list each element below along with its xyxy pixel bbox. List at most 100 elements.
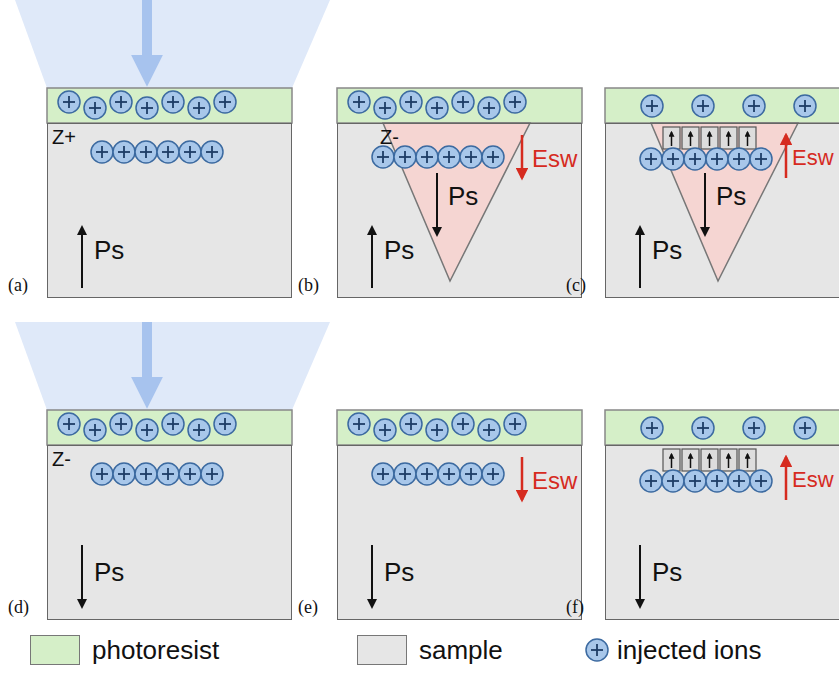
ion-symbol xyxy=(706,148,728,170)
ion-symbol xyxy=(706,470,728,492)
photoresist-layer xyxy=(337,410,582,445)
ion-symbol xyxy=(374,97,396,119)
dipole-arrow xyxy=(671,132,673,146)
polarization-arrow xyxy=(639,227,641,288)
sample-body xyxy=(605,445,839,620)
ion-symbol xyxy=(179,463,201,485)
ion-symbol xyxy=(214,91,236,113)
photoresist-layer xyxy=(47,410,292,445)
surface-label: Z- xyxy=(52,448,71,470)
photoresist-layer xyxy=(337,88,582,123)
panel-label: (f) xyxy=(566,598,584,618)
sample-body xyxy=(337,123,582,298)
ion-symbol xyxy=(794,95,816,117)
ion-symbol xyxy=(684,148,706,170)
ion-symbol xyxy=(692,95,714,117)
ion-symbol xyxy=(136,97,158,119)
ion-symbol xyxy=(162,91,184,113)
ion-symbol xyxy=(504,413,526,435)
surface-label: Z+ xyxy=(52,126,76,148)
ion-symbol xyxy=(394,463,416,485)
dipole-arrow xyxy=(690,454,692,468)
sample-box: Z-Ps(d) xyxy=(47,445,292,620)
ion-symbol xyxy=(438,146,460,168)
ion-symbol xyxy=(482,463,504,485)
dipole-cell xyxy=(739,127,756,149)
photoresist-layer xyxy=(47,88,292,123)
sample-body xyxy=(605,123,839,298)
sample-box: Z+Ps(a) xyxy=(47,123,292,298)
ion-symbol xyxy=(113,141,135,163)
sample-box: Z-EswPsPs(b) xyxy=(337,123,582,298)
ion-symbol xyxy=(179,141,201,163)
sample-box: EswPsPs(c) xyxy=(605,123,839,298)
ion-symbol xyxy=(743,95,765,117)
polarization-arrow xyxy=(371,227,373,288)
dipole-arrow xyxy=(728,132,730,146)
domain-polarization-arrow xyxy=(436,173,438,235)
dipole-arrow xyxy=(671,454,673,468)
legend-label: sample xyxy=(419,633,503,667)
ion-symbol xyxy=(416,463,438,485)
polarization-label: Ps xyxy=(94,558,124,587)
ion-symbol xyxy=(426,419,448,441)
field-label: Esw xyxy=(532,468,577,494)
ion-symbol xyxy=(460,463,482,485)
ion-symbol xyxy=(157,463,179,485)
inverted-domain xyxy=(651,123,798,281)
switching-field-arrow xyxy=(785,135,788,178)
polarization-label: Ps xyxy=(384,236,414,265)
ion-symbol xyxy=(662,148,684,170)
dipole-cell xyxy=(663,449,680,471)
polarization-arrow xyxy=(81,545,83,607)
ion-symbol xyxy=(188,419,210,441)
ion-symbol xyxy=(728,148,750,170)
polarization-label: Ps xyxy=(448,182,478,211)
polarization-label: Ps xyxy=(716,182,746,211)
ion-symbol xyxy=(136,419,158,441)
ion-symbol xyxy=(452,91,474,113)
field-label: Esw xyxy=(792,468,834,492)
dipole-arrow xyxy=(747,454,749,468)
ion-symbol xyxy=(201,463,223,485)
legend-swatch xyxy=(357,635,407,665)
dipole-cell xyxy=(682,449,699,471)
dipole-arrow xyxy=(709,132,711,146)
photoresist-layer xyxy=(605,410,839,445)
ion-symbol xyxy=(728,470,750,492)
switching-field-arrow xyxy=(785,457,788,500)
dipole-cell xyxy=(720,449,737,471)
sample-box: EswPs(e) xyxy=(337,445,582,620)
sample-body xyxy=(337,445,582,620)
dipole-arrow xyxy=(728,454,730,468)
polarization-label: Ps xyxy=(652,558,682,587)
polarization-arrow xyxy=(81,227,83,288)
ion-symbol xyxy=(84,97,106,119)
ion-symbol xyxy=(684,470,706,492)
dipole-cell xyxy=(739,449,756,471)
ion-symbol xyxy=(58,91,80,113)
dipole-arrow xyxy=(747,132,749,146)
field-label: Esw xyxy=(792,146,834,170)
ion-symbol xyxy=(91,463,113,485)
ion-symbol xyxy=(438,463,460,485)
ion-symbol xyxy=(348,413,370,435)
legend-swatch xyxy=(30,635,80,665)
light-beam xyxy=(15,0,330,88)
ion-symbol xyxy=(452,413,474,435)
ion-symbol xyxy=(482,146,504,168)
ion-symbol xyxy=(58,413,80,435)
surface-label: Z- xyxy=(380,126,399,148)
ion-symbol xyxy=(135,141,157,163)
sample-box: EswPs(f) xyxy=(605,445,839,620)
light-arrow xyxy=(142,0,152,74)
switching-field-arrow xyxy=(521,457,524,500)
polarization-label: Ps xyxy=(652,236,682,265)
ion-symbol xyxy=(135,463,157,485)
ion-symbol xyxy=(91,141,113,163)
legend-label: photoresist xyxy=(92,633,219,667)
ion-symbol xyxy=(750,148,772,170)
ion-symbol xyxy=(157,141,179,163)
dipole-cell xyxy=(682,127,699,149)
